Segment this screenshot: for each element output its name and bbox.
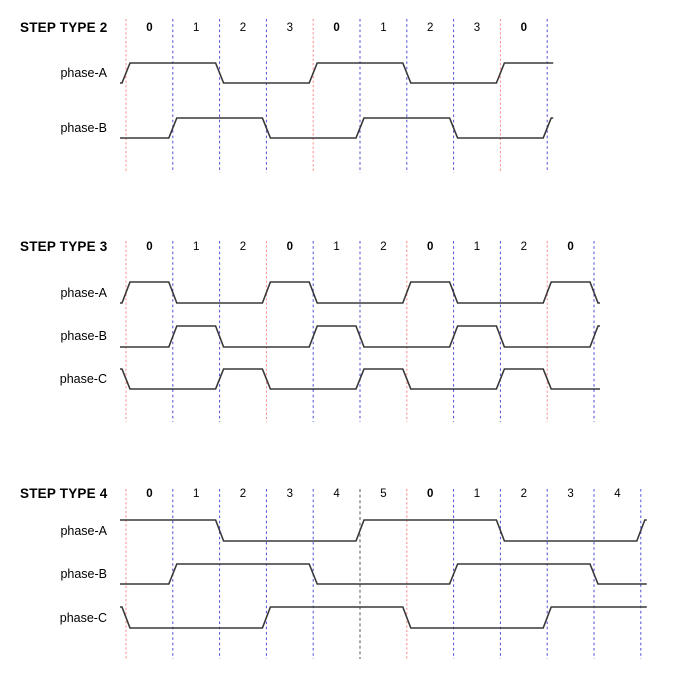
step-number: 2	[520, 488, 527, 500]
section-title-step-type-3: STEP TYPE 3	[20, 239, 108, 254]
phase-c-label: phase-C	[59, 611, 107, 625]
step-number: 1	[473, 488, 481, 500]
step-number: 3	[286, 488, 293, 500]
waveform-phase-A	[120, 519, 647, 542]
waveform-phase-C	[120, 606, 647, 629]
phase-c-label: phase-C	[59, 372, 107, 386]
step-number: 1	[473, 241, 481, 253]
section-title-step-type-2: STEP TYPE 2	[20, 20, 108, 35]
step-number: 1	[192, 488, 200, 500]
step-number: 1	[192, 22, 200, 34]
phase-b-label: phase-B	[60, 567, 107, 581]
step-number: 5	[380, 488, 387, 500]
step-number: 3	[567, 488, 574, 500]
step-number: 2	[239, 22, 247, 34]
step-number: 2	[239, 488, 247, 500]
waveform-phase-C	[120, 368, 600, 390]
phase-b-label: phase-B	[60, 121, 107, 135]
phase-b-label: phase-B	[60, 329, 107, 343]
waveform-phase-B	[120, 563, 647, 585]
step-number: 0	[286, 241, 293, 253]
step-number: 2	[239, 241, 247, 253]
phase-a-label: phase-A	[60, 66, 107, 80]
step-number: 3	[286, 22, 293, 34]
phase-a-label: phase-A	[60, 524, 107, 538]
step-number: 0	[567, 241, 574, 253]
section-title-step-type-4: STEP TYPE 4	[20, 486, 108, 501]
step-number: 1	[192, 241, 200, 253]
step-number: 3	[473, 22, 481, 34]
waveform-phase-A	[120, 62, 554, 84]
step-number: 0	[426, 488, 434, 500]
step-number: 4	[614, 488, 621, 500]
step-number: 0	[520, 22, 527, 34]
waveform-phase-B	[120, 325, 600, 348]
step-number: 1	[333, 241, 340, 253]
step-number: 0	[426, 241, 434, 253]
step-number: 0	[146, 488, 153, 500]
step-number: 2	[520, 241, 527, 253]
waveform-phase-B	[120, 117, 554, 139]
step-number: 4	[333, 488, 340, 500]
step-number: 1	[380, 22, 387, 34]
phase-a-label: phase-A	[60, 286, 107, 300]
step-number: 2	[380, 241, 387, 253]
waveform-phase-A	[120, 281, 600, 304]
step-number: 0	[146, 22, 153, 34]
step-number: 0	[333, 22, 340, 34]
step-number: 2	[426, 22, 434, 34]
step-number: 0	[146, 241, 153, 253]
